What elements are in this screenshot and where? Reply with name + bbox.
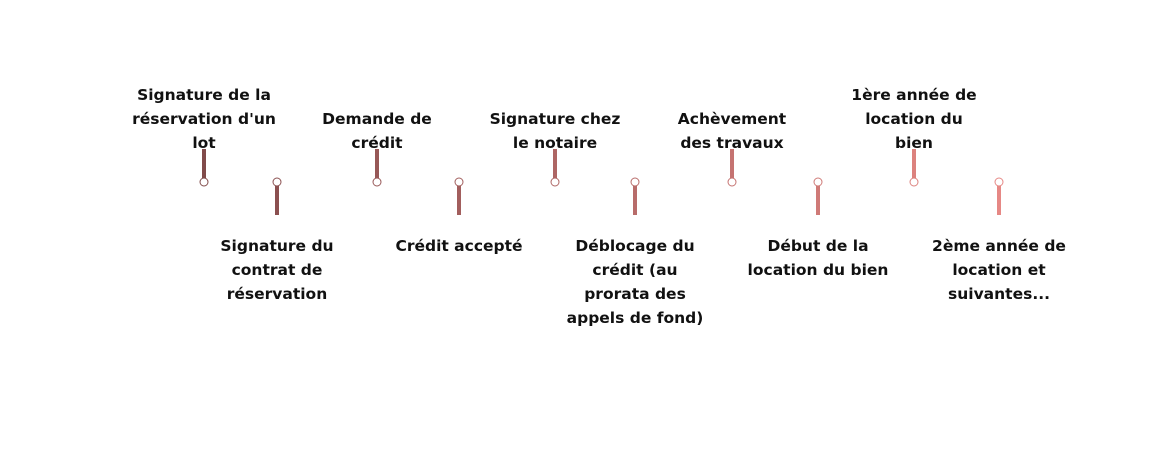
milestone-label: Déblocage du crédit (au prorata des appe… (566, 237, 704, 327)
milestone-node (909, 177, 919, 187)
milestone-label: Signature de la réservation d'un lot (132, 86, 276, 152)
milestone-label: Signature chez le notaire (489, 110, 621, 152)
milestone-node (199, 177, 209, 187)
milestone-label: Crédit accepté (395, 237, 523, 255)
milestone-node (994, 177, 1004, 187)
milestone-label: Demande de crédit (322, 110, 432, 152)
milestone-label: Signature du contrat de réservation (220, 237, 334, 303)
milestone-node (630, 177, 640, 187)
milestone-node (454, 177, 464, 187)
milestone-label: 1ère année de location du bien (851, 86, 977, 152)
milestone-label: Début de la location du bien (747, 237, 889, 279)
milestone-label: 2ème année de location et suivantes... (932, 237, 1066, 303)
timeline-ticks (202, 149, 1001, 215)
milestone-node (550, 177, 560, 187)
milestone-node (813, 177, 823, 187)
milestone-node (372, 177, 382, 187)
milestone-node (727, 177, 737, 187)
timeline-nodes (199, 177, 1004, 187)
milestone-label: Achèvement des travaux (677, 110, 787, 152)
milestone-node (272, 177, 282, 187)
